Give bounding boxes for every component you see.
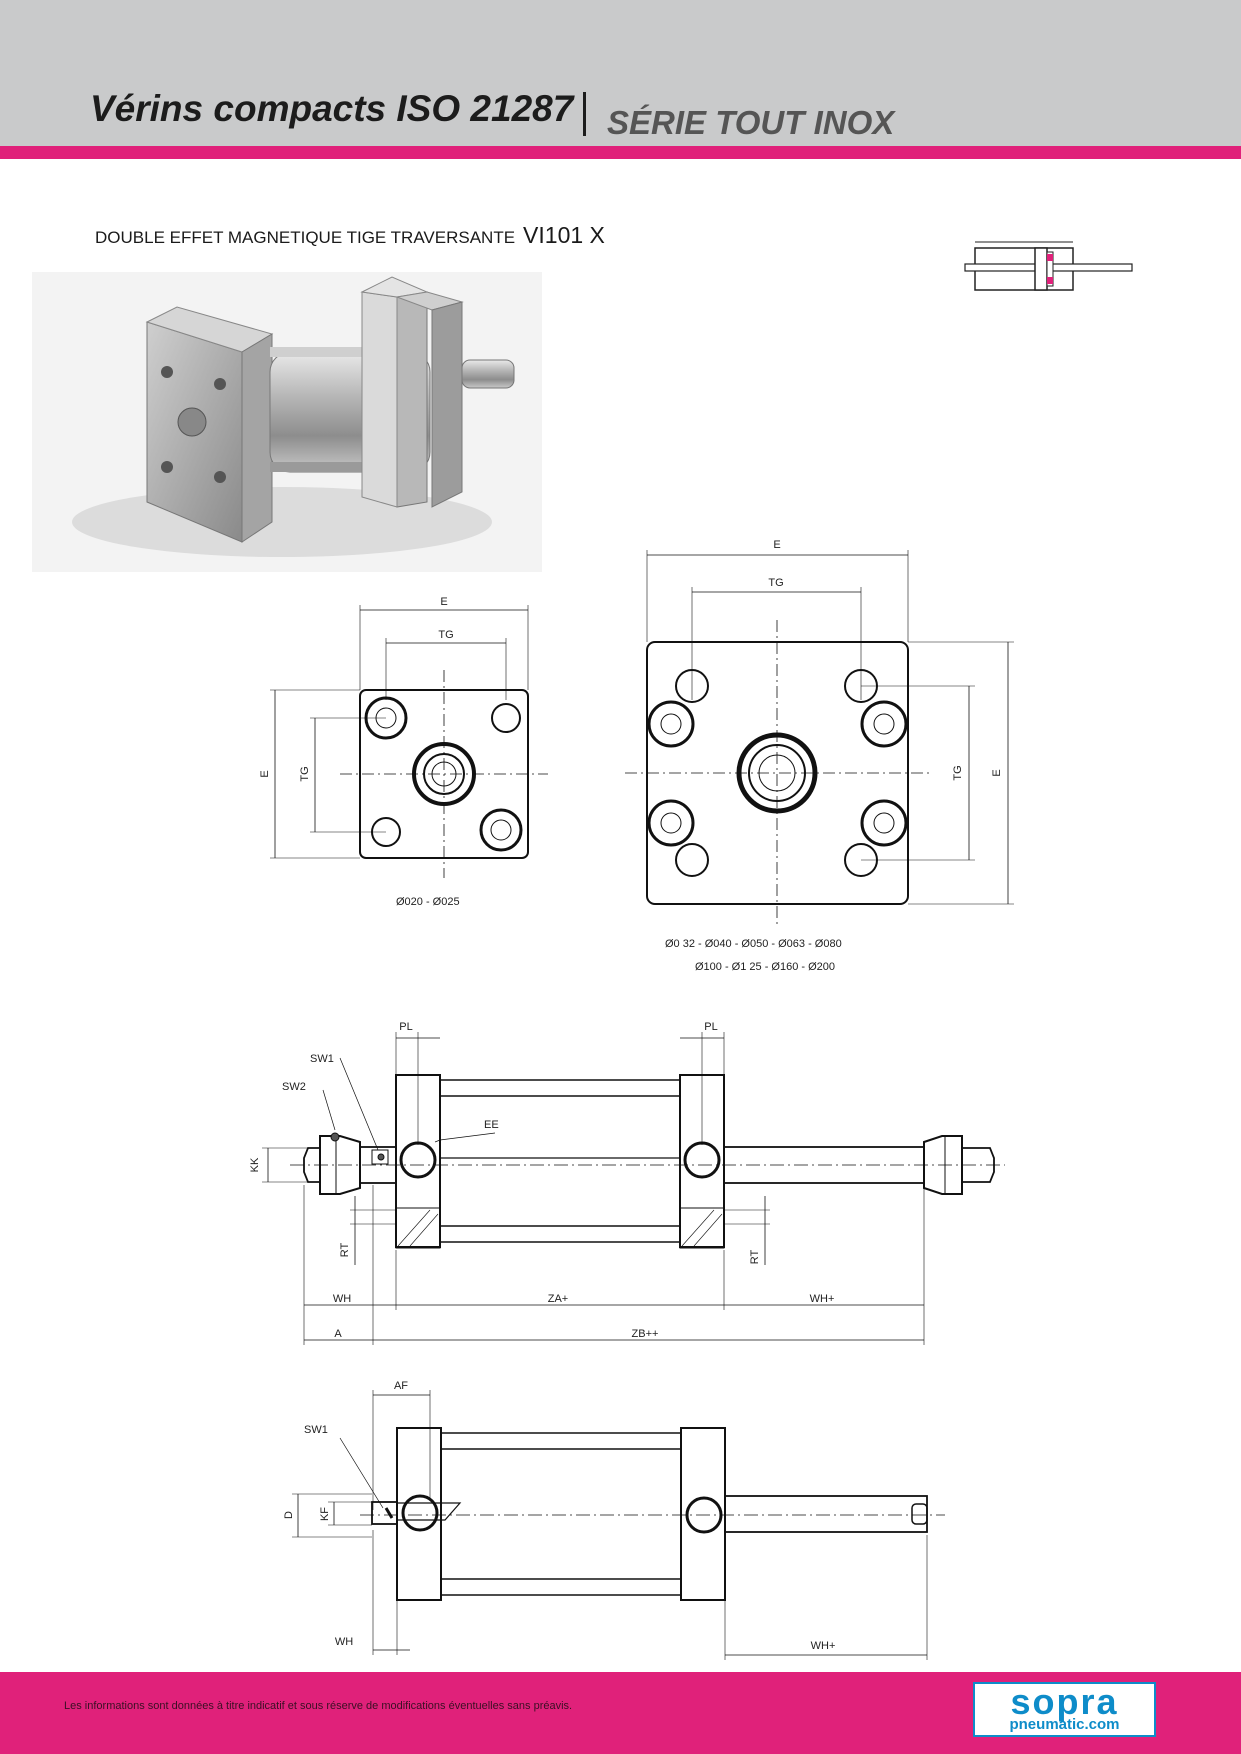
- rt-left-label: RT: [339, 1242, 351, 1257]
- small-e-top-label: E: [440, 596, 447, 608]
- large-tg-top-label: TG: [768, 577, 783, 589]
- title-separator: [583, 92, 586, 136]
- kk-label: KK: [249, 1157, 261, 1172]
- af-label: AF: [394, 1380, 408, 1392]
- pl-right-label: PL: [704, 1021, 717, 1033]
- cylinder-photo: [32, 272, 542, 572]
- sopra-logo: sopra pneumatic.com: [973, 1682, 1156, 1737]
- za-label: ZA+: [548, 1293, 568, 1305]
- kf-label: KF: [319, 1507, 331, 1521]
- large-e-top-label: E: [773, 539, 780, 551]
- front-view-large: [625, 550, 1014, 925]
- logo-main-text: sopra: [1010, 1681, 1119, 1722]
- ee-label: EE: [484, 1119, 499, 1131]
- sw1-label: SW1: [310, 1053, 334, 1065]
- wh-left-label: WH: [333, 1293, 351, 1305]
- small-tg-top-label: TG: [438, 629, 453, 641]
- small-view-caption: Ø020 - Ø025: [396, 896, 460, 908]
- d-label: D: [283, 1511, 295, 1519]
- large-view-caption-line1: Ø0 32 - Ø040 - Ø050 - Ø063 - Ø080: [665, 938, 842, 950]
- wh-right-label: WH+: [810, 1293, 835, 1305]
- page-subtitle: SÉRIE TOUT INOX: [607, 104, 895, 141]
- footer-disclaimer: Les informations sont données à titre in…: [64, 1700, 573, 1712]
- section-sw1-label: SW1: [304, 1424, 328, 1436]
- product-description-text: DOUBLE EFFET MAGNETIQUE TIGE TRAVERSANTE: [95, 228, 516, 247]
- section-wh-right-label: WH+: [811, 1640, 836, 1652]
- front-view-small: [270, 605, 548, 878]
- section-wh-left-label: WH: [335, 1636, 353, 1648]
- header-accent-line: [0, 146, 1241, 159]
- sw2-label: SW2: [282, 1081, 306, 1093]
- product-code: VI101 X: [523, 222, 605, 248]
- rt-right-label: RT: [749, 1249, 761, 1264]
- cylinder-symbol-icon: [964, 241, 1133, 291]
- front-view-drawings: E TG E TG E TG E TG: [259, 539, 1014, 925]
- large-e-side-label: E: [991, 769, 1003, 776]
- product-description: DOUBLE EFFET MAGNETIQUE TIGE TRAVERSANTE…: [95, 222, 605, 249]
- zb-label: ZB++: [632, 1328, 659, 1340]
- pl-left-label: PL: [399, 1021, 412, 1033]
- logo-sub-text: pneumatic.com: [1009, 1716, 1120, 1733]
- small-e-side-label: E: [259, 770, 271, 777]
- large-view-caption-line2: Ø100 - Ø1 25 - Ø160 - Ø200: [695, 961, 836, 973]
- page-title: Vérins compacts ISO 21287: [90, 88, 574, 129]
- header-band: [0, 0, 1241, 146]
- a-label: A: [334, 1328, 342, 1340]
- small-tg-side-label: TG: [299, 766, 311, 781]
- large-tg-side-label: TG: [952, 765, 964, 780]
